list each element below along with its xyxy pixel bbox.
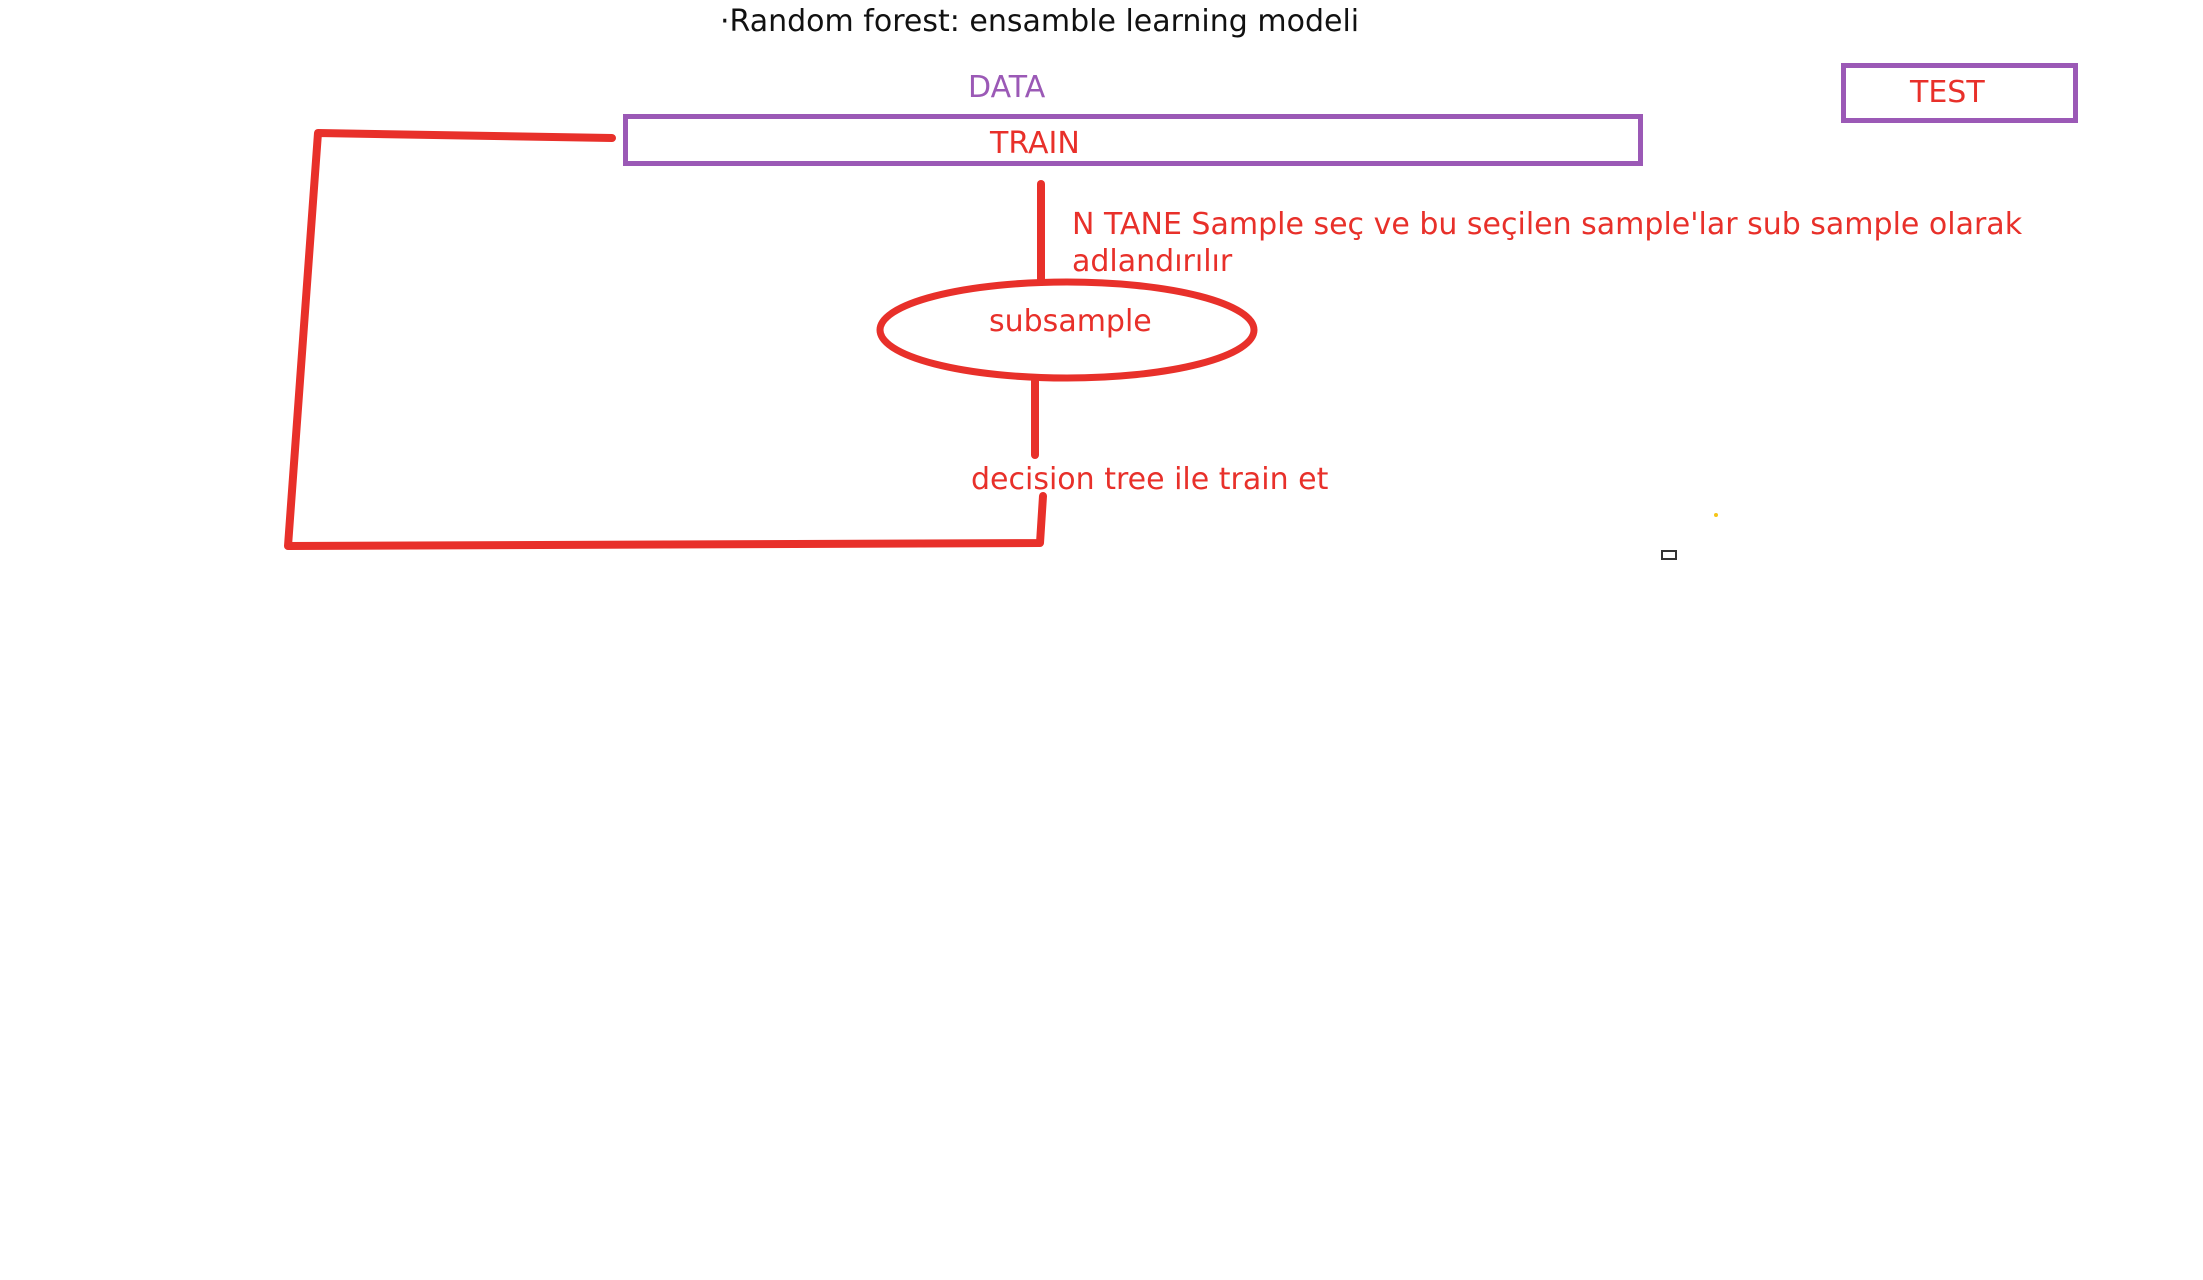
subsample-ellipse xyxy=(876,278,1258,382)
test-box xyxy=(1841,63,2078,123)
decision-tree-label: decision tree ile train et xyxy=(971,462,1329,497)
subsample-label: subsample xyxy=(989,304,1152,339)
stray-mark xyxy=(1661,550,1677,560)
diagram-title: ·Random forest: ensamble learning modeli xyxy=(720,4,1360,39)
train-box xyxy=(623,114,1643,166)
stray-dot xyxy=(1714,513,1718,517)
sampling-note: N TANE Sample seç ve bu seçilen sample'l… xyxy=(1072,207,2023,279)
data-label: DATA xyxy=(968,70,1046,105)
train-label: TRAIN xyxy=(990,126,1080,161)
test-label: TEST xyxy=(1910,75,1985,110)
loop-line xyxy=(284,129,1047,550)
